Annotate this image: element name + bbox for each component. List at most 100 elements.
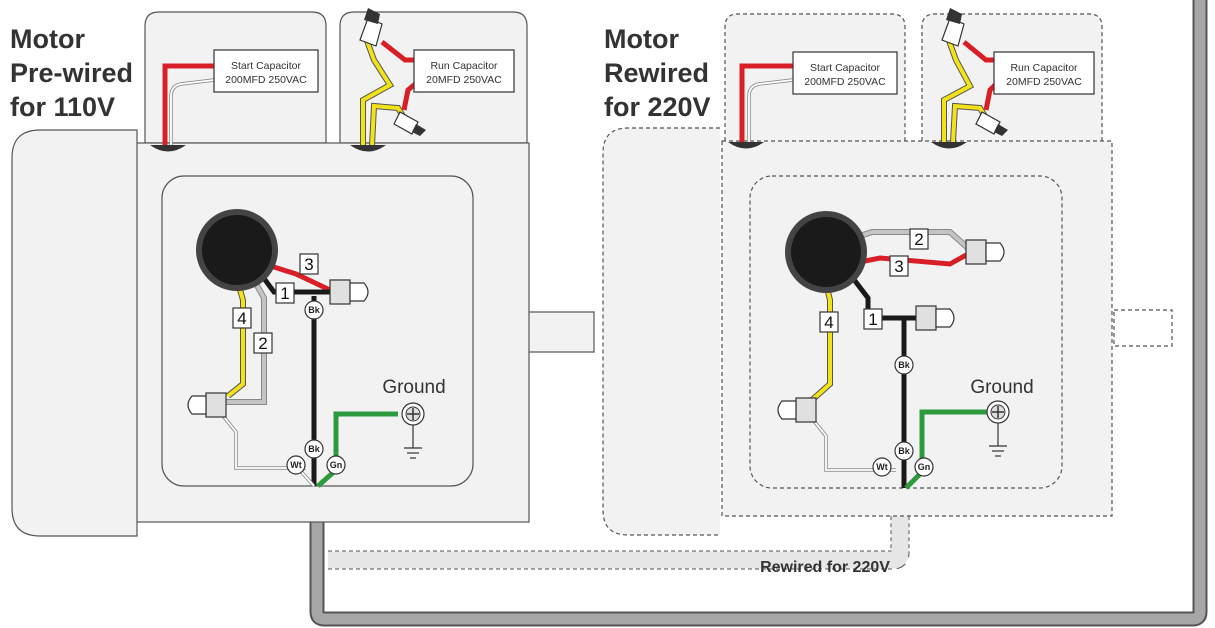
run-cap-yellow-wire-a-fill	[361, 37, 393, 146]
left-motor-title-line2: Pre-wired	[10, 58, 134, 88]
green-ground-wire	[904, 409, 988, 490]
ground-screw-icon	[986, 400, 1010, 424]
motor-shaft	[1113, 309, 1173, 347]
wire-nut-icon	[915, 305, 955, 331]
motor-end-cap	[602, 127, 720, 536]
grommet-icon	[728, 142, 764, 149]
connector-bk-bottom	[894, 441, 914, 461]
grommet-icon	[150, 145, 186, 152]
wire-number-tag	[299, 253, 319, 275]
wire-nut-icon	[965, 239, 1005, 265]
right-motor-title: Motor Rewired for 220V	[604, 22, 711, 124]
motor-shaft	[527, 311, 595, 353]
white-wire	[809, 415, 896, 471]
ground-symbol-icon	[404, 425, 422, 459]
wire-nut-icon	[359, 17, 383, 47]
run-capacitor-label-line2: 20MFD 250VAC	[1006, 76, 1082, 88]
connector-bk-top-label: Bk	[308, 305, 320, 315]
wire-nut-cone-icon	[946, 8, 962, 24]
left-motor-title-line3: for 110V	[10, 92, 116, 122]
wire-nut-icon	[777, 397, 817, 423]
grommet-icon	[931, 142, 967, 149]
run-capacitor-label-line1: Run Capacitor	[1010, 62, 1078, 74]
connector-bk-bottom-label: Bk	[898, 446, 910, 456]
wire-nut-icon	[393, 111, 419, 135]
start-capacitor	[213, 49, 319, 93]
left-motor-title: Motor Pre-wired for 110V	[10, 22, 133, 124]
motor-terminal-inner-icon	[202, 215, 272, 285]
wire-number-tag	[889, 255, 909, 277]
connector-wt	[872, 457, 892, 477]
run-cap-yellow-wire-a-fill	[942, 37, 973, 142]
motor-terminal-inner-icon	[791, 217, 861, 287]
start-cap-red-wire	[739, 63, 793, 142]
right-motor: Start Capacitor 200MFD 250VAC Run Capaci…	[602, 8, 1173, 536]
start-capacitor-label-line1: Start Capacitor	[231, 60, 302, 72]
wire-nut-icon	[187, 392, 227, 418]
start-capacitor	[792, 51, 898, 95]
wire-number-tag	[275, 282, 295, 304]
left-motor: Start Capacitor 200MFD 250VAC Run Capaci…	[11, 8, 595, 537]
motor-end-cap	[11, 129, 138, 537]
right-motor-title-line1: Motor	[604, 24, 679, 54]
wire-number-3: 3	[894, 257, 903, 276]
wire-number-2: 2	[258, 334, 267, 353]
connector-wt-label: Wt	[876, 462, 888, 472]
wire-1-black	[850, 275, 918, 321]
wire-nut-icon	[941, 17, 965, 47]
ground-label: Ground	[382, 377, 445, 398]
run-capacitor-label-line2: 20MFD 250VAC	[426, 74, 502, 86]
wire-number-tag	[909, 228, 929, 250]
connector-bk-top	[894, 355, 914, 375]
wire-nut-cone-icon	[994, 124, 1008, 136]
start-capacitor-label-line1: Start Capacitor	[810, 62, 881, 74]
wire-number-tag	[863, 308, 883, 330]
power-cord-fill	[311, 0, 1206, 625]
run-capacitor	[413, 49, 515, 93]
connector-wt-label: Wt	[290, 460, 302, 470]
wire-number-tag	[232, 307, 252, 329]
white-wire	[219, 411, 306, 469]
rewired-cord	[328, 484, 909, 569]
power-cord-group	[309, 0, 1208, 627]
start-cap-red-wire	[162, 63, 214, 146]
ground-label: Ground	[970, 377, 1033, 398]
wire-4-yellow-fill	[226, 282, 245, 398]
green-ground-wire	[316, 411, 398, 488]
wire-number-2: 2	[914, 230, 923, 249]
connector-gn-label: Gn	[918, 462, 931, 472]
start-cap-white-wire	[748, 79, 794, 142]
wire-nut-cone-icon	[364, 8, 380, 24]
connector-gn-label: Gn	[330, 460, 343, 470]
connector-bk-top	[304, 300, 324, 320]
ground-screw-icon	[401, 402, 425, 426]
wire-nut-cone-icon	[412, 124, 426, 136]
right-motor-title-line2: Rewired	[604, 58, 710, 88]
connector-bk-top-label: Bk	[898, 360, 910, 370]
wire-nut-icon	[329, 279, 369, 305]
run-capacitor	[993, 51, 1095, 95]
start-capacitor-label-line2: 200MFD 250VAC	[804, 76, 886, 88]
wire-number-4: 4	[237, 309, 246, 328]
start-cap-white-wire-inner	[170, 79, 215, 146]
wire-number-1: 1	[868, 310, 877, 329]
connector-bk-bottom-label: Bk	[308, 444, 320, 454]
rewired-cord-label: Rewired for 220V	[760, 559, 890, 576]
wire-number-tag	[819, 311, 839, 333]
wire-number-tag	[253, 332, 273, 354]
ground-symbol-icon	[989, 423, 1007, 457]
wire-number-3: 3	[304, 255, 313, 274]
wire-nut-icon	[975, 111, 1001, 135]
connector-gn	[326, 455, 346, 475]
start-capacitor-label-line2: 200MFD 250VAC	[225, 74, 307, 86]
right-motor-title-line3: for 220V	[604, 92, 711, 122]
wire-number-4: 4	[824, 313, 833, 332]
run-capacitor-label-line1: Run Capacitor	[430, 60, 498, 72]
left-motor-title-line1: Motor	[10, 24, 85, 54]
grommet-icon	[350, 145, 386, 152]
connector-gn	[914, 457, 934, 477]
connector-wt	[286, 455, 306, 475]
wire-number-1: 1	[280, 284, 289, 303]
connector-bk-bottom	[304, 439, 324, 459]
